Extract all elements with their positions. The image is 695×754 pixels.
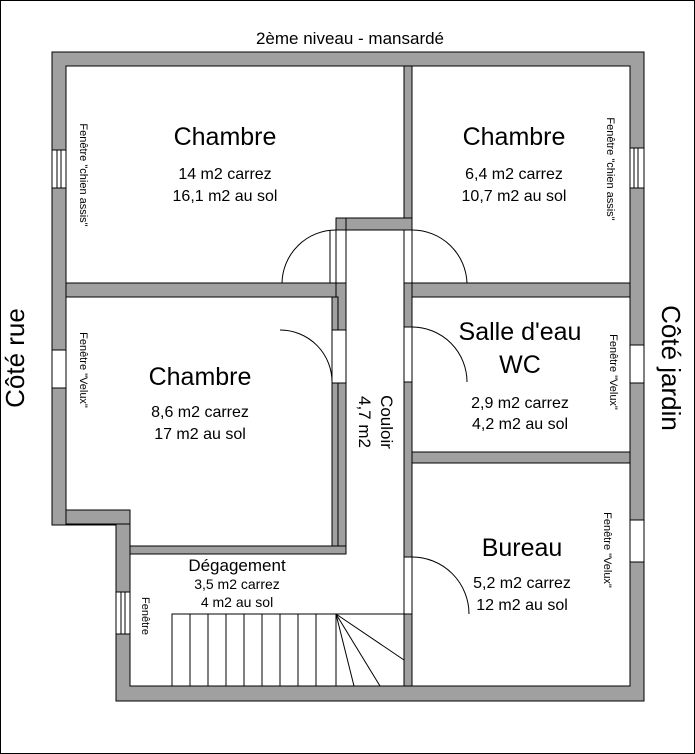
wall-upper-right-divider — [403, 282, 631, 298]
room-name-salle-eau-line1: Salle d'eau — [458, 318, 582, 346]
plan-title: 2ème niveau - mansardé — [255, 29, 445, 48]
room-name-chambre-3: Chambre — [148, 363, 252, 391]
window-label-chien-assis-right: Fenêtre "chien assis" — [604, 117, 616, 221]
room-area-carrez-salle-eau: 2,9 m2 carrez — [471, 395, 569, 412]
room-area-carrez-chambre-2: 6,4 m2 carrez — [465, 166, 563, 183]
door-chambre-1 — [281, 229, 347, 284]
room-area-carrez-degagement: 3,5 m2 carrez — [194, 576, 280, 592]
couloir-area: 4,7 m2 — [355, 396, 374, 448]
door-salle-eau — [403, 326, 468, 383]
wall-degagement-top — [129, 545, 347, 555]
room-area-floor-salle-eau: 4,2 m2 au sol — [471, 416, 569, 433]
room-name-degagement: Dégagement — [188, 556, 286, 575]
window-right-top — [629, 147, 645, 189]
window-right-mid — [629, 344, 645, 384]
window-left-mid — [51, 349, 67, 389]
window-left-top — [51, 149, 67, 189]
window-label-velux-right-low: Fenêtre "Velux" — [601, 512, 613, 588]
window-label-chien-assis-left: Fenêtre "chien assis" — [77, 123, 89, 227]
window-label-velux-left: Fenêtre "Velux" — [77, 332, 89, 408]
wall-couloir-top — [335, 217, 413, 231]
room-area-floor-chambre-3: 17 m2 au sol — [154, 426, 246, 443]
wall-center-vertical — [403, 65, 413, 219]
window-label-velux-right-mid: Fenêtre "Velux" — [607, 334, 619, 410]
couloir-label: Couloir 4,7 m2 — [349, 367, 397, 477]
room-name-salle-eau-line2: WC — [499, 351, 541, 379]
room-name-bureau: Bureau — [481, 534, 563, 562]
room-name-chambre-2: Chambre — [462, 123, 566, 151]
side-label-jardin: Côté jardin — [656, 305, 686, 431]
couloir-name: Couloir — [377, 395, 396, 449]
window-right-low — [629, 519, 645, 563]
room-area-carrez-chambre-3: 8,6 m2 carrez — [151, 404, 249, 421]
room-area-carrez-bureau: 5,2 m2 carrez — [473, 575, 571, 592]
door-chambre-3 — [279, 329, 347, 384]
room-area-floor-chambre-1: 16,1 m2 au sol — [172, 188, 278, 205]
wall-salle-bottom — [411, 451, 631, 464]
room-name-chambre-1: Chambre — [173, 123, 277, 151]
room-area-floor-bureau: 12 m2 au sol — [476, 597, 568, 614]
room-area-floor-degagement: 4 m2 au sol — [200, 594, 274, 610]
door-chambre-2 — [403, 229, 468, 284]
window-degagement — [115, 591, 131, 635]
door-bureau — [403, 556, 470, 615]
room-area-carrez-chambre-1: 14 m2 carrez — [178, 166, 272, 183]
staircase — [171, 613, 405, 687]
room-area-floor-chambre-2: 10,7 m2 au sol — [461, 188, 567, 205]
wall-upper-divider — [65, 282, 338, 298]
wall-left-notch — [65, 509, 131, 525]
window-label-fenetre: Fenêtre — [139, 597, 151, 635]
side-label-rue: Côté rue — [0, 308, 30, 408]
